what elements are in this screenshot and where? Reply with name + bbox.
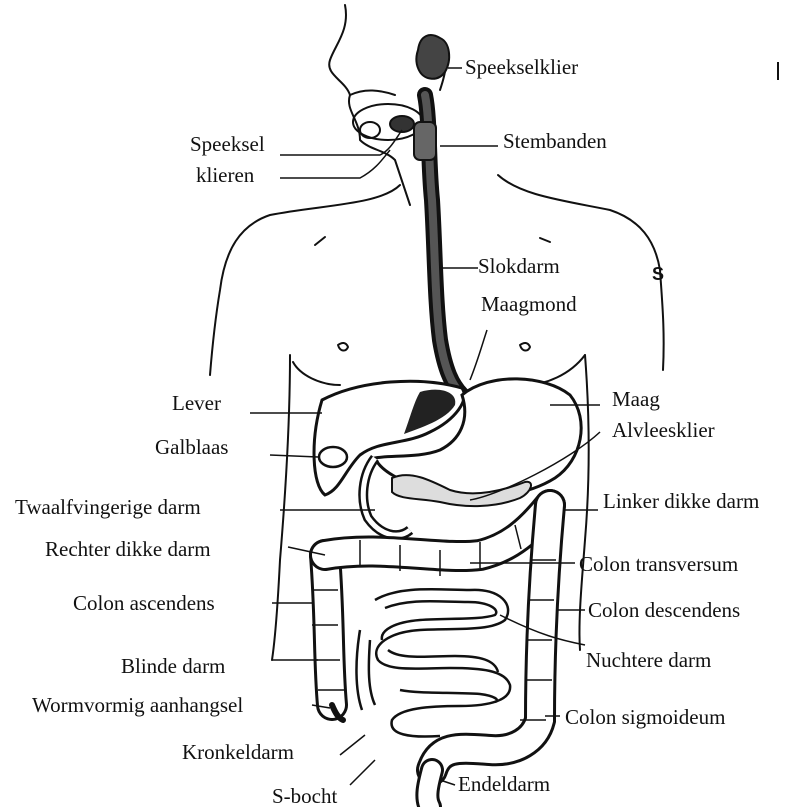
left-clavicle-mark	[315, 237, 325, 245]
label-nuchtere-darm: Nuchtere darm	[586, 650, 711, 671]
parotid-gland	[360, 122, 380, 138]
label-galblaas: Galblaas	[155, 437, 228, 458]
label-stembanden: Stembanden	[503, 131, 607, 152]
label-s-bocht: S-bocht	[272, 786, 337, 807]
sublingual-gland	[390, 116, 414, 132]
label-slokdarm: Slokdarm	[478, 256, 560, 277]
label-colon-sigmoideum: Colon sigmoideum	[565, 707, 725, 728]
label-maag: Maag	[612, 389, 660, 410]
label-twaalfvingerige-darm: Twaalfvingerige darm	[15, 497, 201, 518]
right-clavicle-mark	[540, 238, 550, 242]
label-wormvormig-aanhangsel: Wormvormig aanhangsel	[32, 695, 243, 716]
label-rechter-dikke-darm: Rechter dikke darm	[45, 539, 211, 560]
small-intestine	[356, 589, 510, 736]
label-colon-transversum: Colon transversum	[579, 554, 738, 575]
label-blinde-darm: Blinde darm	[121, 656, 225, 677]
left-shoulder	[210, 185, 400, 375]
left-rib-line	[293, 362, 340, 385]
label-lever: Lever	[172, 393, 221, 414]
label-linker-dikke-darm: Linker dikke darm	[603, 491, 759, 512]
label-speekselklier: Speekselklier	[465, 57, 578, 78]
label-colon-ascendens: Colon ascendens	[73, 593, 215, 614]
gallbladder	[319, 447, 347, 467]
left-body-side	[272, 355, 290, 660]
speekselklier-shape	[416, 35, 449, 79]
stray-s-mark: S	[652, 265, 664, 283]
label-maagmond: Maagmond	[481, 294, 577, 315]
larynx	[414, 122, 436, 160]
stray-tick-mark	[777, 62, 779, 80]
left-nipple	[338, 343, 348, 351]
mouth-line	[350, 90, 395, 95]
label-kronkeldarm: Kronkeldarm	[182, 742, 294, 763]
label-speeksel: Speeksel	[190, 134, 265, 155]
label-klieren: klieren	[196, 165, 254, 186]
label-alvleesklier: Alvleesklier	[612, 420, 715, 441]
right-nipple	[520, 343, 530, 351]
label-colon-descendens: Colon descendens	[588, 600, 740, 621]
label-endeldarm: Endeldarm	[458, 774, 550, 795]
